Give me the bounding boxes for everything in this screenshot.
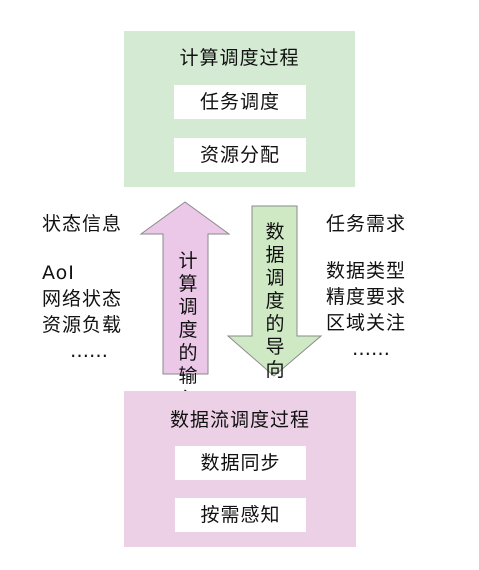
status-item-network: 网络状态 <box>42 288 123 310</box>
up-arrow-label: 计算调度的输入 <box>178 250 198 410</box>
dataflow-scheduling-panel: 数据流调度过程 数据同步 按需感知 <box>124 391 356 547</box>
on-demand-sensing-box: 按需感知 <box>175 498 306 532</box>
up-arrow <box>139 201 231 375</box>
computation-scheduling-title: 计算调度过程 <box>179 47 300 69</box>
task-requirement-list: 数据类型 精度要求 区域关注 …… <box>326 258 406 362</box>
computation-scheduling-panel: 计算调度过程 任务调度 资源分配 <box>124 31 355 187</box>
requirement-item-precision: 精度要求 <box>326 286 407 308</box>
status-item-resource-load: 资源负载 <box>42 314 123 336</box>
dataflow-scheduling-title: 数据流调度过程 <box>169 409 310 431</box>
down-arrow-label: 数据调度的导向 <box>265 221 285 381</box>
requirement-item-region: 区域关注 <box>326 312 407 334</box>
data-sync-box: 数据同步 <box>175 446 306 480</box>
task-requirement-heading: 任务需求 <box>326 213 407 235</box>
down-arrow <box>226 205 323 377</box>
resource-allocation-box: 资源分配 <box>174 138 306 172</box>
status-item-aoi: AoI <box>42 262 75 284</box>
requirement-item-ellipsis: …… <box>352 338 390 360</box>
requirement-item-data-type: 数据类型 <box>326 260 407 282</box>
task-scheduling-box: 任务调度 <box>174 85 306 119</box>
status-info-heading: 状态信息 <box>42 213 123 235</box>
status-info-list: AoI 网络状态 资源负载 …… <box>42 260 122 364</box>
status-item-ellipsis: …… <box>70 340 108 362</box>
